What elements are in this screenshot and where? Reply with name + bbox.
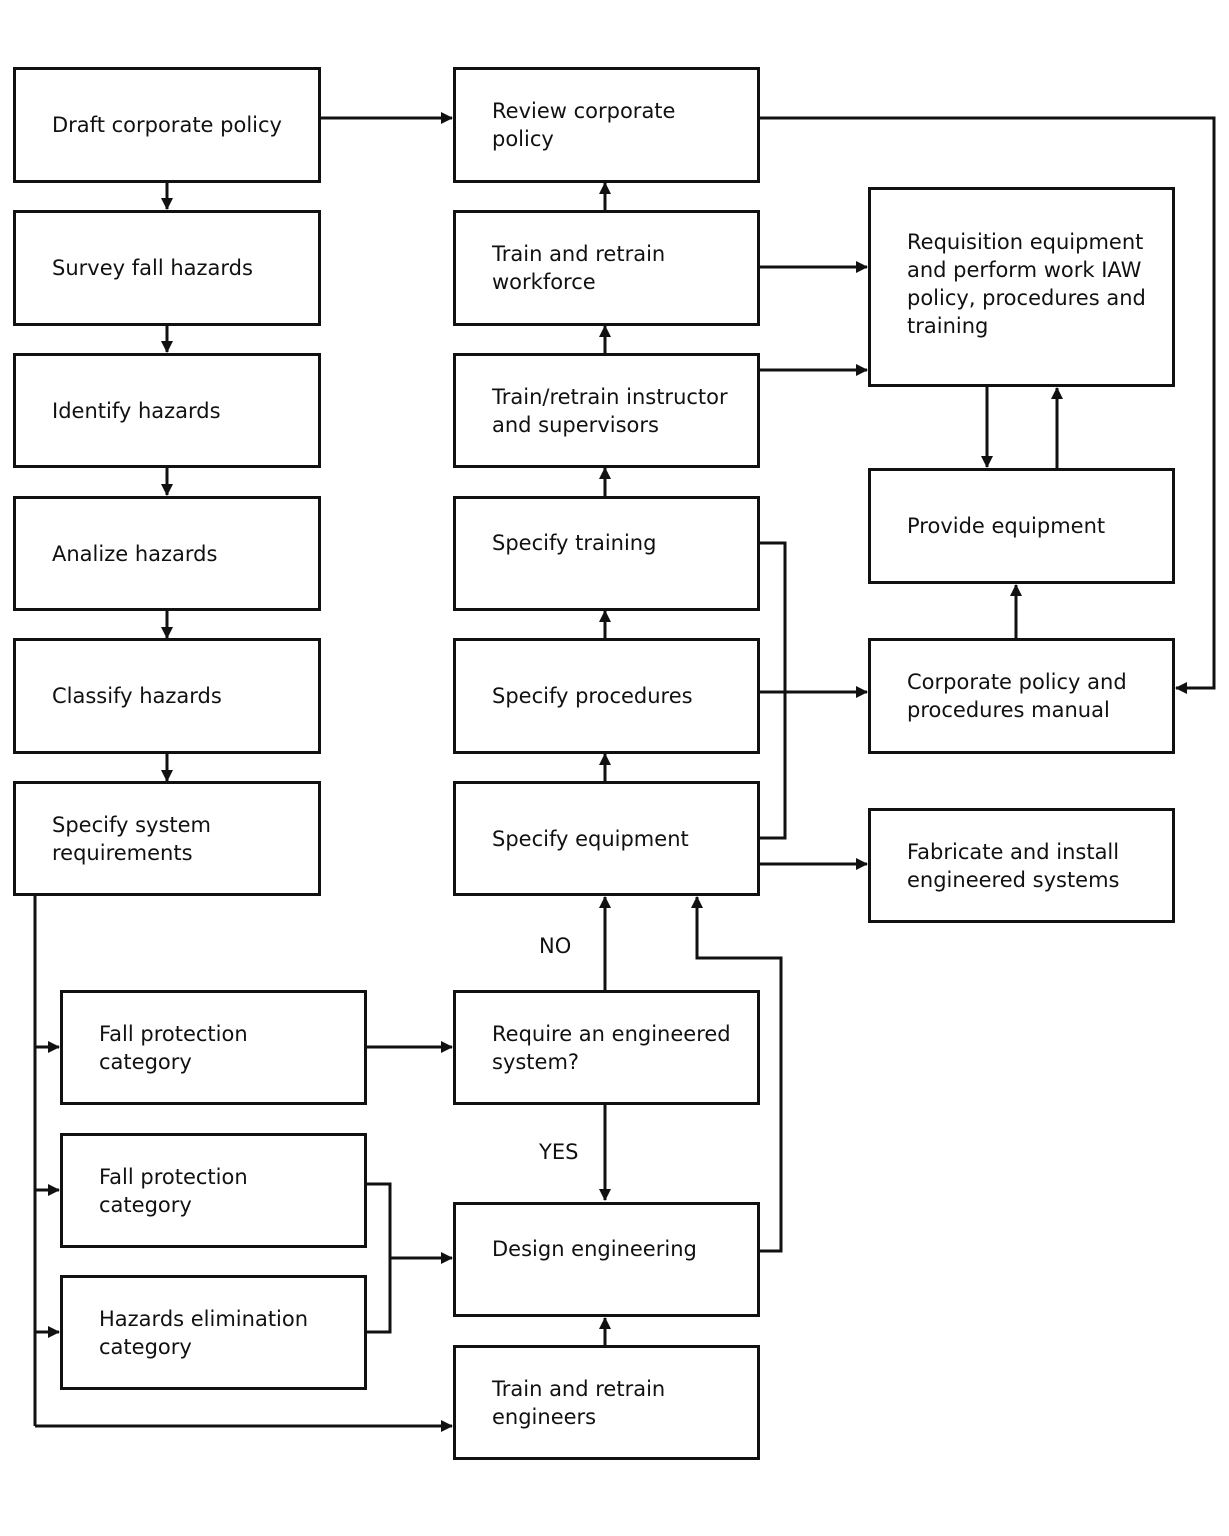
classify-hazards-box: Classify hazards <box>13 638 321 754</box>
draft-policy-label: Draft corporate policy <box>52 113 282 137</box>
train-instructors-label: Train/retrain instructor and supervisors <box>492 384 728 437</box>
design-engineering-label: Design engineering <box>492 1237 697 1261</box>
hazards-elimination-category-label: Hazards elimination category <box>99 1306 309 1359</box>
specify-procedures-box: Specify procedures <box>453 638 760 754</box>
analize-hazards-label: Analize hazards <box>52 541 218 566</box>
provide-equipment-label: Provide equipment <box>907 514 1106 538</box>
train-workforce-label: Train and retrain workforce <box>492 242 666 294</box>
review-policy-box: Review corporate policy <box>453 67 760 183</box>
design-engineering-box: Design engineering <box>453 1202 760 1317</box>
specify-system-requirements-box: Specify system requirements <box>13 781 321 896</box>
train-instructors-box: Train/retrain instructor and supervisors <box>453 353 760 468</box>
provide-equipment-box: Provide equipment <box>868 468 1175 584</box>
train-workforce-box: Train and retrain workforce <box>453 210 760 326</box>
policy-manual-box: Corporate policy and procedures manual <box>868 638 1175 754</box>
train-engineers-label: Train and retrain engineers <box>492 1376 666 1429</box>
require-engineered-system-label: Require an engineered system? <box>492 1021 731 1074</box>
edge-training-equipment-bracket <box>759 541 787 840</box>
specify-equipment-label: Specify equipment <box>492 826 689 851</box>
no-label: NO <box>539 934 572 958</box>
specify-equipment-box: Specify equipment <box>453 781 760 896</box>
identify-hazards-box: Identify hazards <box>13 353 321 468</box>
specify-procedures-label: Specify procedures <box>492 684 693 708</box>
require-engineered-system-box: Require an engineered system? <box>453 990 760 1105</box>
fall-protection-category-2-box: Fall protection category <box>60 1133 367 1248</box>
draft-policy-box: Draft corporate policy <box>13 67 321 183</box>
edge-categories-bracket <box>366 1182 392 1334</box>
specify-training-label: Specify training <box>492 531 657 555</box>
policy-manual-label: Corporate policy and procedures manual <box>907 670 1127 722</box>
fabricate-install-label: Fabricate and install engineered systems <box>907 839 1120 892</box>
hazards-elimination-category-box: Hazards elimination category <box>60 1275 367 1390</box>
review-policy-label: Review corporate policy <box>492 99 676 151</box>
requisition-equipment-label: Requisition equipment and perform work I… <box>907 230 1146 338</box>
specify-training-box: Specify training <box>453 496 760 611</box>
fall-protection-category-1-label: Fall protection category <box>99 1021 248 1074</box>
identify-hazards-label: Identify hazards <box>52 398 221 423</box>
fall-protection-category-1-box: Fall protection category <box>60 990 367 1105</box>
train-engineers-box: Train and retrain engineers <box>453 1345 760 1460</box>
requisition-equipment-box: Requisition equipment and perform work I… <box>868 187 1175 387</box>
fabricate-install-box: Fabricate and install engineered systems <box>868 808 1175 923</box>
classify-hazards-label: Classify hazards <box>52 684 222 708</box>
analize-hazards-box: Analize hazards <box>13 496 321 611</box>
specify-system-requirements-label: Specify system requirements <box>52 812 212 865</box>
fall-protection-category-2-label: Fall protection category <box>99 1164 248 1217</box>
survey-hazards-box: Survey fall hazards <box>13 210 321 326</box>
survey-hazards-label: Survey fall hazards <box>52 256 253 280</box>
yes-label: YES <box>539 1140 579 1164</box>
